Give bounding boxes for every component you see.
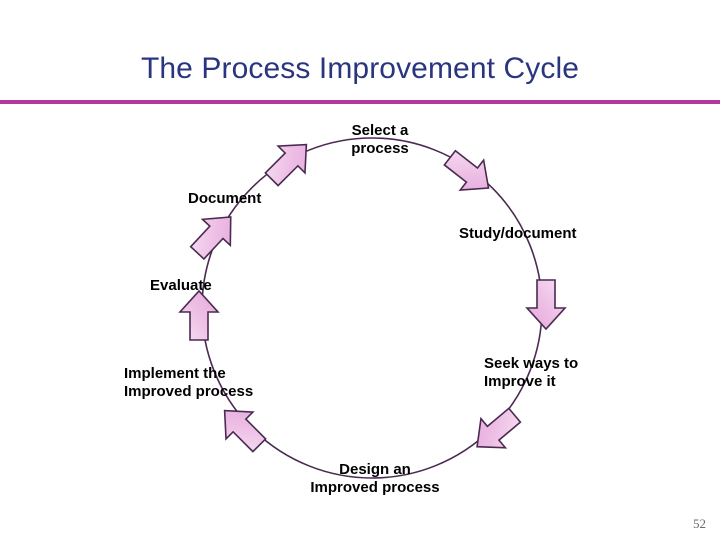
process-improvement-cycle-diagram [0,104,720,504]
cycle-step-label-select-a-process: Select a process [351,122,409,157]
page-title: The Process Improvement Cycle [140,52,580,86]
arrow-clockwise-mid-left [182,203,246,267]
cycle-step-label-document: Document [188,190,262,207]
title-divider [0,100,720,104]
arrow-clockwise-left [179,290,219,341]
arrow-clockwise-lower-left [210,396,274,460]
cycle-step-label-study-document: Study/document [459,225,577,242]
page-number: 52 [693,516,706,531]
cycle-step-label-seek-ways-to-improve: Seek ways to Improve it [484,355,579,390]
cycle-step-label-design-improved: Design an Improved process [310,461,440,496]
cycle-step-label-implement-improved: Implement the Improved process [124,365,254,400]
arrow-clockwise-lower-right [464,399,528,463]
arrow-clockwise-upper-left [257,130,321,194]
cycle-step-label-evaluate: Evaluate [150,277,212,294]
arrow-clockwise-right [526,279,566,330]
arrow-clockwise-upper-right [437,142,501,204]
